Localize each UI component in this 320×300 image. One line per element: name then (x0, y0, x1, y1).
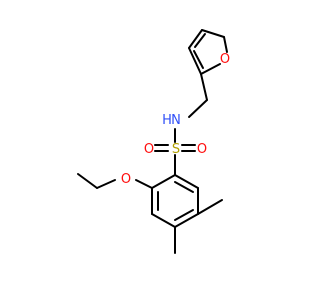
bond-ring-c4-c5 (174, 213, 199, 228)
atom-ether-oxygen: O (121, 172, 131, 187)
bond-furan-o-c2 (200, 63, 221, 75)
background (0, 0, 300, 300)
bond-furan-c3-c4-inner (194, 33, 206, 48)
bond-ch2-ch3 (77, 173, 98, 189)
bond-furan-c2-c3 (188, 47, 202, 75)
atom-sulfonyl-oxygen-left: O (144, 142, 154, 157)
bond-furan-c5-o (223, 36, 228, 53)
bond-ring-c3-c4 (151, 213, 176, 228)
atom-sulfonyl-oxygen-right: O (197, 142, 207, 157)
bond-furan-c4-c5 (201, 29, 225, 38)
atom-sulfur: S (172, 142, 180, 157)
atom-amine-hydrogen: H (162, 113, 172, 128)
bond-ring-o-ether (135, 179, 153, 189)
bond-methyl-5 (197, 199, 223, 215)
molecule-diagram: O N H S O O O (0, 0, 300, 300)
bond-furan-c2-c3-inner (193, 50, 204, 69)
atom-furan-oxygen: O (220, 52, 230, 67)
bond-o-ch2 (96, 179, 116, 189)
sulfonyl-group (154, 144, 196, 176)
ethoxy-group (77, 173, 153, 189)
furan-ring (188, 29, 228, 75)
bond-ring-c6-c1 (174, 174, 199, 189)
bond-ring-c4-c5-inner (174, 209, 194, 221)
bond-ring-c1-c2 (151, 174, 176, 189)
bond-furan-c3-c4 (188, 29, 203, 49)
linker (174, 73, 208, 143)
benzene-ring (151, 174, 199, 228)
methyl-groups (174, 199, 223, 254)
atom-amine-nitrogen: N (171, 113, 181, 128)
bond-c2-ch2 (200, 73, 208, 101)
bond-ring-c6-c1-inner (174, 181, 194, 193)
bond-ch2-n (188, 99, 208, 118)
